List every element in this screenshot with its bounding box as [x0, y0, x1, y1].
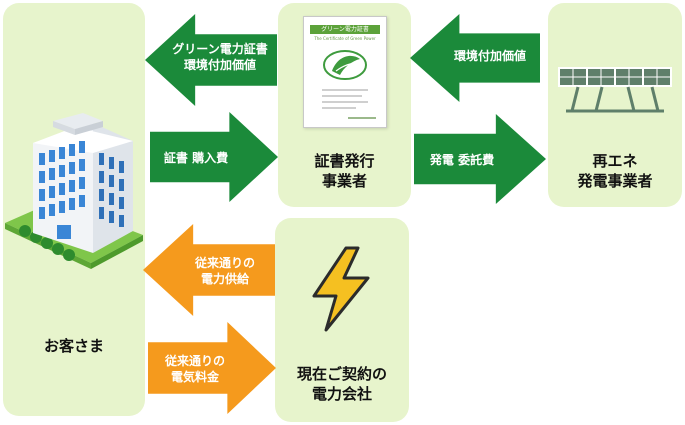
certificate-subtitle: The Certificate of Green Power [314, 36, 376, 41]
issuer-box: グリーン電力証書 The Certificate of Green Power … [278, 3, 411, 207]
certificate-title: グリーン電力証書 [310, 25, 380, 34]
arrow-green-cert-value-label: グリーン電力証書 環境付加価値 [172, 42, 268, 72]
renewable-label: 再エネ 発電事業者 [577, 152, 653, 190]
leaf-logo-icon [323, 50, 367, 80]
renewable-box: 再エネ 発電事業者 [548, 3, 682, 207]
arrow-power-supply-label: 従来通りの 電力供給 [194, 256, 255, 286]
issuer-label: 証書発行 事業者 [314, 152, 375, 190]
building-icon [5, 113, 143, 269]
customer-box: お客さま [3, 3, 145, 416]
green-certificate: グリーン電力証書 The Certificate of Green Power [303, 16, 387, 128]
solar-panel-icon [558, 67, 672, 113]
utility-box: 現在ご契約の 電力会社 [275, 218, 409, 422]
arrow-cert-purchase-label: 証書 購入費 [163, 151, 229, 165]
arrow-env-value-label: 環境付加価値 [453, 49, 526, 63]
utility-label: 現在ご契約の 電力会社 [296, 365, 387, 403]
lightning-icon [312, 246, 370, 332]
customer-label: お客さま [43, 337, 104, 355]
arrow-generation-fee-label: 発電 委託費 [429, 153, 495, 167]
arrow-power-fee-label: 従来通りの 電気料金 [164, 354, 225, 384]
